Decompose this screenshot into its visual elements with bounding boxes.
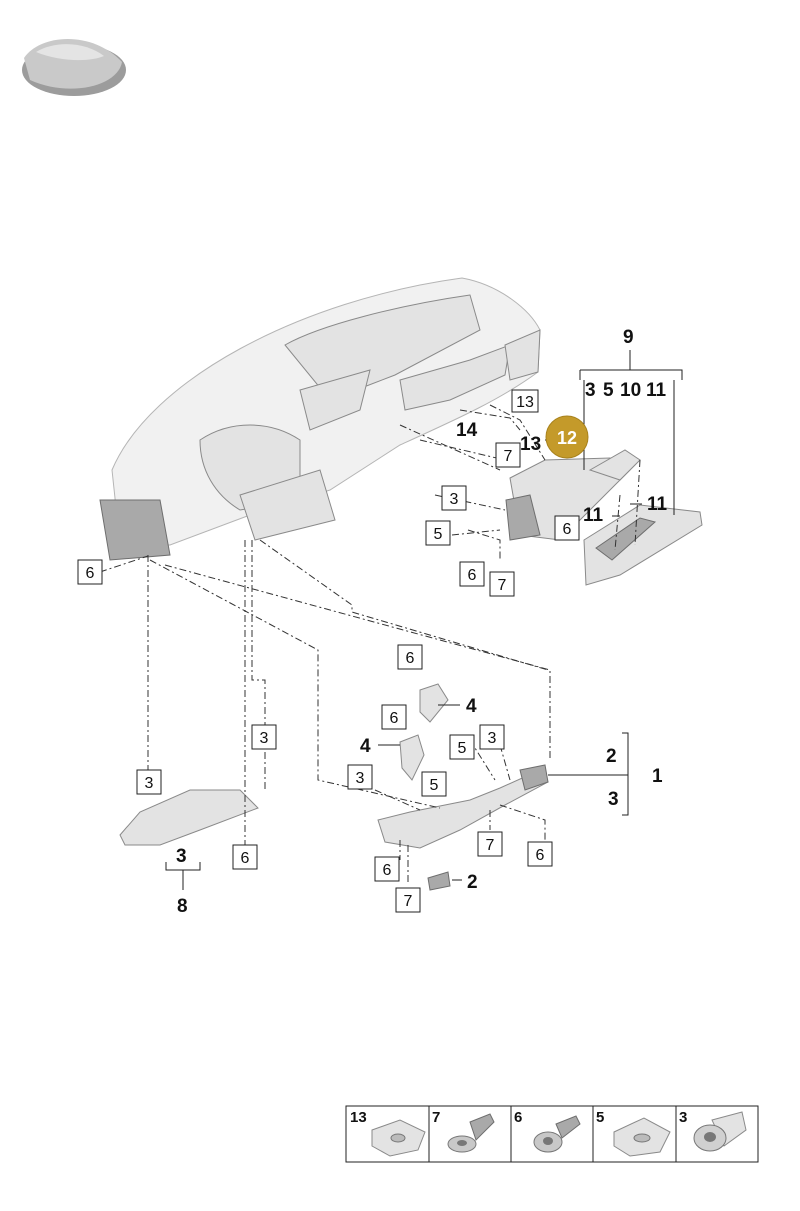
legend-cell-3: 3 [679,1109,747,1152]
svg-text:7: 7 [432,1109,440,1126]
box-callout-13: 13 [511,389,539,413]
svg-text:3: 3 [450,491,459,508]
svg-text:7: 7 [498,577,507,594]
box-callout-3: 3 [479,724,505,750]
box-callout-5: 5 [421,771,447,797]
svg-text:6: 6 [86,565,95,582]
callout-1: 1 [652,766,663,787]
svg-text:5: 5 [430,777,439,794]
box-callout-6: 6 [374,856,400,882]
svg-text:6: 6 [406,650,415,667]
svg-text:6: 6 [468,567,477,584]
callout-14: 14 [456,420,478,441]
boxed-callouts: 13 7 3 5 6 6 7 6 6 6 3 3 5 3 5 3 6 7 6 6… [77,389,580,913]
callout-4: 4 [466,696,477,717]
svg-text:6: 6 [383,862,392,879]
callout-4: 4 [360,736,371,757]
box-callout-3: 3 [251,724,277,750]
box-callout-6: 6 [381,704,407,730]
callout-3: 3 [176,846,187,867]
svg-text:7: 7 [504,448,513,465]
legend-cell-6: 6 [514,1109,581,1153]
box-callout-5: 5 [425,520,451,546]
box-callout-7: 7 [495,442,521,468]
bracket-left [119,789,259,846]
callout-13: 13 [520,434,541,455]
box-callout-3: 3 [136,769,162,795]
leader-lines [99,404,641,885]
svg-text:13: 13 [516,394,534,411]
fastener-legend: 13 7 6 5 3 [345,1105,759,1163]
svg-text:13: 13 [350,1109,367,1126]
svg-text:3: 3 [145,775,154,792]
svg-text:6: 6 [390,710,399,727]
box-callout-3: 3 [441,485,467,511]
box-callout-7: 7 [395,887,421,913]
box-callout-6: 6 [77,559,103,585]
svg-text:5: 5 [434,526,443,543]
callout-3: 3 [585,380,596,401]
svg-text:5: 5 [458,740,467,757]
svg-text:6: 6 [241,850,250,867]
box-callout-6: 6 [554,515,580,541]
legend-cell-5: 5 [596,1109,671,1157]
svg-text:6: 6 [514,1109,522,1126]
box-callout-6: 6 [397,644,423,670]
highlight-callout-12[interactable]: 12 [545,415,589,459]
callout-2: 2 [606,746,617,767]
svg-text:6: 6 [536,847,545,864]
svg-text:3: 3 [356,770,365,787]
legend-cell-13: 13 [350,1109,426,1157]
highlight-callout-label: 12 [557,428,577,448]
box-callout-6: 6 [232,844,258,870]
callout-11: 11 [583,505,604,526]
console-cross-member [377,764,549,849]
callout-labels: 9 3 5 10 11 14 13 11 11 4 4 2 3 1 2 3 8 [176,327,668,917]
console-trim-piece-lower [399,734,425,781]
console-trim-piece-upper [419,683,449,723]
glovebox-assembly [505,449,641,541]
callout-2: 2 [467,872,478,893]
dashboard-panel [99,277,541,561]
box-callout-6: 6 [527,841,553,867]
box-callout-7: 7 [489,571,515,597]
callout-11: 11 [647,494,668,515]
screw-icon [469,1113,495,1141]
callout-5: 5 [603,380,614,401]
svg-text:3: 3 [679,1109,687,1126]
vehicle-thumbnail-icon [22,39,126,96]
svg-text:5: 5 [596,1109,604,1126]
callout-9: 9 [623,327,634,348]
leader-lines-solid [165,350,683,890]
callout-8: 8 [177,896,188,917]
svg-text:6: 6 [563,521,572,538]
box-callout-7: 7 [477,831,503,857]
svg-text:7: 7 [486,837,495,854]
screw-icon [555,1115,581,1139]
callout-10: 10 [620,380,641,401]
box-callout-5: 5 [449,734,475,760]
glovebox-lid [583,504,703,586]
svg-text:7: 7 [404,893,413,910]
svg-text:3: 3 [260,730,269,747]
box-callout-3: 3 [347,764,373,790]
box-callout-6: 6 [459,561,485,587]
clip-part [427,871,451,891]
callout-11: 11 [646,380,667,401]
svg-text:3: 3 [488,730,497,747]
legend-cell-7: 7 [432,1109,495,1153]
callout-3: 3 [608,789,619,810]
